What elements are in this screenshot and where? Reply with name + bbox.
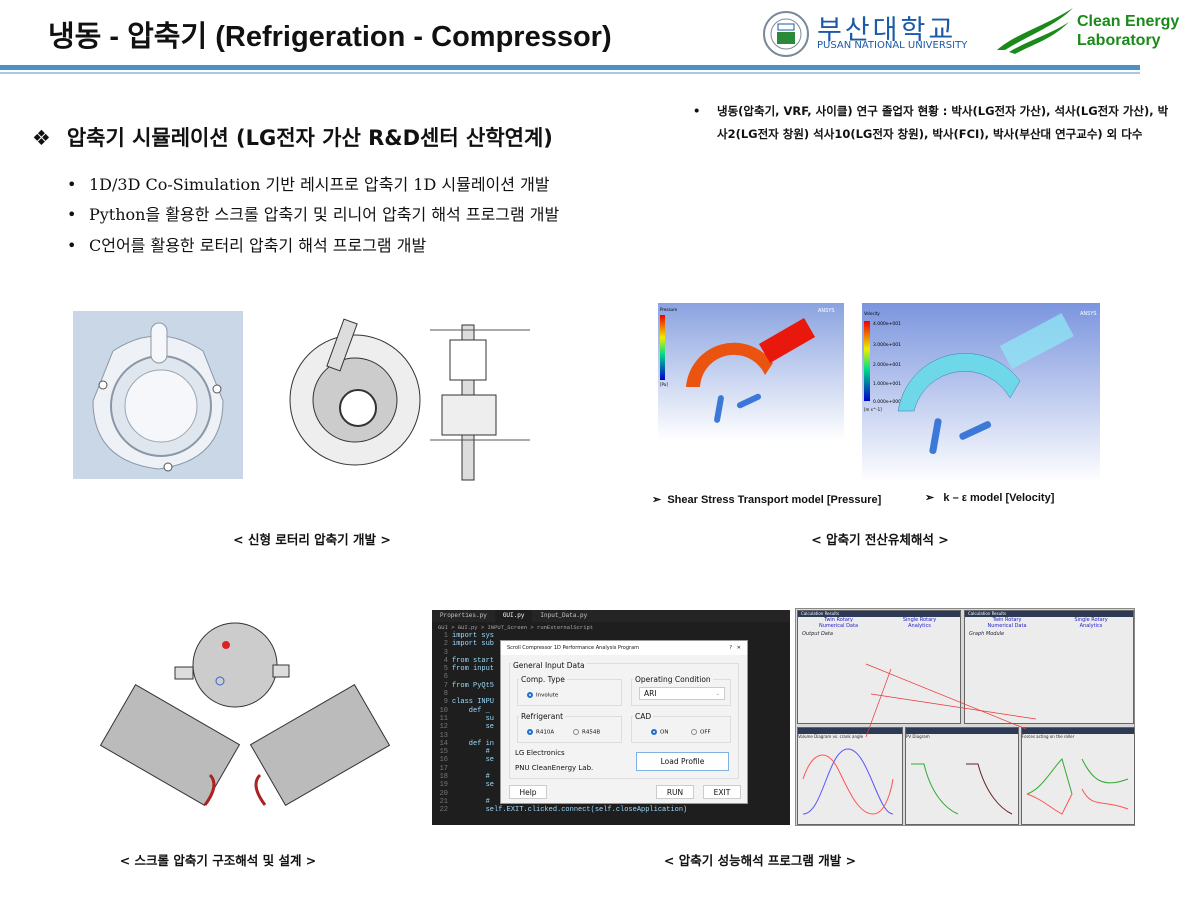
- group-title: General Input Data: [511, 661, 587, 670]
- velocity-tick: 4.000e+001: [873, 321, 901, 327]
- forces-window: Forces acting on the roller: [1021, 727, 1135, 825]
- bullet-item: •C언어를 활용한 로터리 압축기 해석 프로그램 개발: [67, 236, 427, 255]
- velocity-legend-title: Velocity: [864, 311, 880, 316]
- velocity-unit: [m s^-1]: [864, 407, 882, 412]
- figure-caption: < 신형 로터리 압축기 개발 >: [233, 532, 391, 547]
- velocity-tick: 1.000e+001: [873, 381, 901, 387]
- operating-condition-label: Operating Condition: [633, 675, 713, 684]
- volume-plot-window: Volume Diagram vs. crank angle: [797, 727, 903, 825]
- cfd-pressure-contour: Pressure [Pa] ANSYS: [658, 303, 844, 441]
- code-line: 19 se: [439, 781, 495, 790]
- figure-caption: < 압축기 성능해석 프로그램 개발 >: [663, 853, 857, 868]
- radio-involute[interactable]: Involute: [527, 692, 558, 699]
- general-input-group: [509, 663, 739, 779]
- cad-label: CAD: [633, 712, 654, 721]
- help-button[interactable]: Help: [509, 785, 547, 799]
- code-line: 15 #: [439, 748, 490, 757]
- cfd-model-label: ➢ Shear Stress Transport model [Pressure…: [652, 494, 882, 506]
- org-label: PNU CleanEnergy Lab.: [515, 764, 594, 772]
- graduate-note: •냉동(압축기, VRF, 사이클) 연구 졸업자 현황 : 박사(LG전자 가…: [693, 104, 1169, 141]
- bullet-item: •1D/3D Co-Simulation 기반 레시프로 압축기 1D 시뮬레이…: [67, 175, 550, 194]
- clean-energy-swoosh-icon: [997, 8, 1073, 54]
- tab-input-data[interactable]: Input_Data.py: [540, 612, 588, 619]
- help-icon[interactable]: ?: [729, 645, 733, 651]
- code-line: 6: [443, 673, 448, 682]
- pnu-emblem-icon: [763, 11, 809, 57]
- close-icon[interactable]: ✕: [736, 645, 741, 651]
- ansys-brand: ANSYS: [818, 308, 835, 314]
- code-line: 18 #: [439, 773, 490, 782]
- code-line: 22 self.EXIT.clicked.connect(self.closeA…: [439, 806, 688, 815]
- code-line: 11 su: [439, 714, 495, 723]
- code-line: 13: [439, 731, 448, 740]
- section-heading: ❖압축기 시뮬레이션 (LG전자 가산 R&D센터 산학연계): [32, 126, 553, 150]
- rotary-compressor-image: [73, 311, 243, 479]
- exit-button[interactable]: EXIT: [703, 785, 741, 799]
- pressure-unit: [Pa]: [660, 382, 668, 387]
- velocity-tick: 2.000e+001: [873, 362, 901, 368]
- tab-properties[interactable]: Properties.py: [440, 612, 487, 619]
- run-button[interactable]: RUN: [656, 785, 694, 799]
- radio-cad-off[interactable]: OFF: [691, 729, 711, 736]
- code-line: 10 def _: [439, 706, 490, 715]
- velocity-legend-bar: [864, 321, 870, 401]
- pressure-legend-title: Pressure: [660, 307, 678, 312]
- radio-cad-on[interactable]: ON: [651, 729, 668, 736]
- editor-tabs: Properties.py GUI.py Input_Data.py: [432, 610, 790, 622]
- bullet-item: •Python을 활용한 스크롤 압축기 및 리니어 압축기 해석 프로그램 개…: [67, 205, 560, 224]
- code-line: 12 se: [439, 723, 495, 732]
- pv-diagram-window: PV Diagram: [905, 727, 1019, 825]
- title-divider: [0, 65, 1140, 70]
- pnu-logo-english: PUSAN NATIONAL UNIVERSITY: [817, 40, 968, 51]
- radio-r410a[interactable]: R410A: [527, 729, 554, 736]
- pnu-logo-name: 부산대학교: [817, 15, 957, 46]
- slide-title: 냉동 - 압축기 (Refrigeration - Compressor): [48, 21, 612, 53]
- rotary-cross-section-drawing: [289, 318, 530, 481]
- ansys-brand: ANSYS: [1080, 311, 1097, 317]
- figure-caption: < 압축기 전산유체해석 >: [811, 532, 949, 547]
- dialog-title: Scroll Compressor 1D Performance Analysi…: [507, 645, 640, 651]
- radio-r454b[interactable]: R454B: [573, 729, 600, 736]
- comp-type-label: Comp. Type: [519, 675, 567, 684]
- analysis-program-dialog: Scroll Compressor 1D Performance Analysi…: [500, 640, 748, 804]
- breadcrumb: GUI > GUI.py > INPUT_Screen > runExterna…: [438, 624, 594, 631]
- code-line: 14 def in: [439, 739, 495, 748]
- link-arrows: [865, 663, 1037, 738]
- velocity-tick: 0.000e+000: [873, 399, 901, 405]
- pressure-legend-bar: [660, 315, 665, 380]
- code-line: 21 #: [439, 797, 490, 806]
- code-line: 3: [443, 648, 448, 657]
- title-divider-thin: [0, 72, 1140, 74]
- code-line: 17: [439, 764, 448, 773]
- cfd-velocity-vector: Velocity 4.000e+001 3.000e+001 2.000e+00…: [862, 303, 1100, 483]
- velocity-tick: 3.000e+001: [873, 342, 901, 348]
- code-line: 8: [443, 690, 448, 699]
- refrigerant-label: Refrigerant: [519, 712, 566, 721]
- code-line: 20: [439, 789, 448, 798]
- chevron-down-icon: ⌄: [715, 690, 720, 697]
- scroll-force-diagram: [99, 622, 390, 806]
- operating-condition-select[interactable]: ARI⌄: [639, 687, 725, 700]
- cfd-model-label: ➢ k – ε model [Velocity]: [925, 492, 1055, 504]
- diamond-bullet-icon: ❖: [32, 126, 51, 150]
- code-line: 16 se: [439, 756, 495, 765]
- tab-gui[interactable]: GUI.py: [494, 610, 533, 622]
- figure-caption: < 스크롤 압축기 구조해석 및 설계 >: [119, 853, 317, 868]
- load-profile-button[interactable]: Load Profile: [636, 752, 729, 771]
- org-label: LG Electronics: [515, 749, 565, 757]
